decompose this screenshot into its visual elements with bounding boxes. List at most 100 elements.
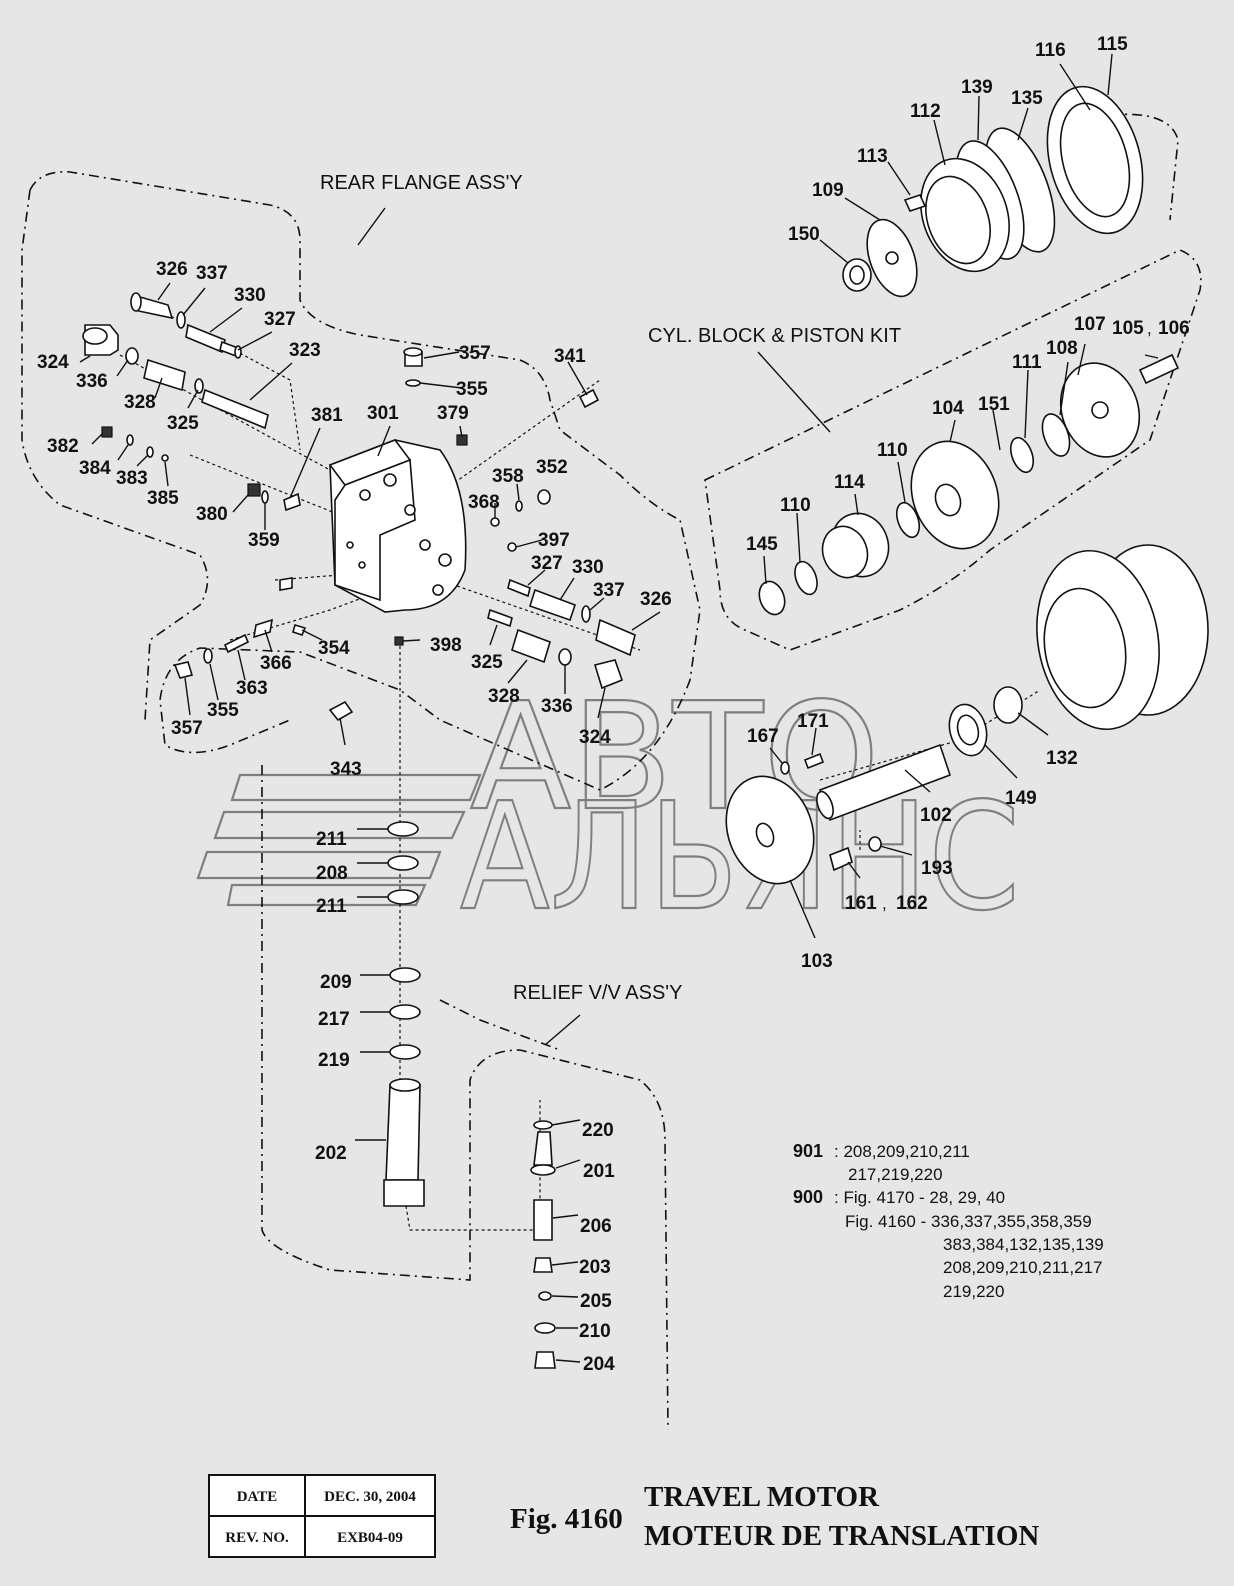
callout-326b: 326 — [640, 589, 672, 610]
rear-flange-301 — [328, 439, 467, 613]
part-150 — [842, 258, 872, 292]
part-housing — [1036, 544, 1209, 731]
callout-comma-161-162: , — [882, 894, 887, 913]
part-219 — [389, 1044, 421, 1060]
figure-title-en: TRAVEL MOTOR — [644, 1481, 880, 1513]
kit-900-line-4: 208,209,210,211,217 — [943, 1258, 1102, 1277]
part-108 — [1041, 413, 1071, 457]
part-337a — [176, 311, 186, 329]
callout-398: 398 — [430, 635, 462, 656]
callout-162: 162 — [896, 893, 928, 914]
callout-104: 104 — [932, 398, 964, 419]
kit-900-line-3: 383,384,132,135,139 — [943, 1235, 1104, 1254]
kit-900-line-1: : Fig. 4170 - 28, 29, 40 — [834, 1188, 1005, 1207]
callout-116: 116 — [1035, 40, 1066, 61]
part-357b — [173, 661, 194, 679]
part-385 — [161, 454, 169, 462]
callout-115: 115 — [1097, 34, 1128, 55]
callout-211b: 211 — [316, 896, 347, 917]
callout-397: 397 — [538, 530, 570, 551]
callout-113: 113 — [857, 146, 888, 167]
callout-328b: 328 — [488, 686, 520, 707]
part-324b — [593, 659, 624, 690]
date-value: DEC. 30, 2004 — [324, 1489, 416, 1505]
callout-330b: 330 — [572, 557, 604, 578]
callout-139: 139 — [961, 77, 993, 98]
callout-135: 135 — [1011, 88, 1043, 109]
callout-210: 210 — [579, 1321, 611, 1342]
callout-211a: 211 — [316, 829, 347, 850]
kit-900-line-2: Fig. 4160 - 336,337,355,358,359 — [845, 1212, 1092, 1231]
part-109 — [866, 218, 918, 298]
assembly-boundaries — [21, 113, 1202, 1431]
callout-109: 109 — [812, 180, 844, 201]
callout-112: 112 — [910, 101, 941, 122]
callout-217: 217 — [318, 1009, 350, 1030]
callout-220: 220 — [582, 1120, 614, 1141]
callout-328a: 328 — [124, 392, 156, 413]
part-352 — [537, 489, 551, 505]
part-110b — [794, 560, 818, 596]
callout-203: 203 — [579, 1257, 611, 1278]
part-366 — [252, 618, 274, 639]
part-327b — [507, 578, 531, 598]
part-324a — [82, 324, 119, 356]
callout-358: 358 — [492, 466, 524, 487]
part-355b — [203, 648, 213, 664]
relief-valve-boundary-2 — [439, 999, 561, 1051]
callout-114: 114 — [834, 472, 865, 493]
part-115-116 — [1046, 85, 1144, 235]
part-105-106 — [1138, 353, 1180, 385]
part-206 — [533, 1199, 553, 1241]
part-132 — [993, 686, 1023, 724]
callout-208: 208 — [316, 863, 348, 884]
part-326a — [130, 292, 174, 320]
callout-337b: 337 — [593, 580, 625, 601]
motor-top-boundary — [1109, 113, 1179, 221]
callout-357a: 357 — [459, 343, 491, 364]
part-383 — [146, 446, 154, 458]
part-343 — [328, 700, 354, 722]
figure-title-block: Fig. 4160 TRAVEL MOTOR MOTEUR DE TRANSLA… — [510, 1481, 1039, 1552]
callout-326a: 326 — [156, 259, 188, 280]
callout-325b: 325 — [471, 652, 503, 673]
callout-355b: 355 — [207, 700, 239, 721]
part-326b — [595, 618, 636, 657]
date-label: DATE — [237, 1489, 278, 1505]
part-341 — [578, 388, 600, 409]
part-336a — [125, 347, 139, 365]
part-193 — [868, 836, 882, 852]
part-103 — [725, 775, 815, 885]
part-111 — [1009, 436, 1035, 474]
part-328b — [511, 628, 551, 664]
callout-380: 380 — [196, 504, 228, 525]
callout-205: 205 — [580, 1291, 612, 1312]
callout-193: 193 — [921, 858, 953, 879]
callout-343: 343 — [330, 759, 362, 780]
part-384 — [126, 434, 134, 446]
callout-106: 106 — [1158, 318, 1190, 339]
part-211a — [387, 821, 419, 837]
part-102 — [816, 743, 952, 822]
callout-111: 111 — [1012, 352, 1042, 373]
part-354 — [292, 624, 307, 636]
part-381 — [283, 492, 301, 512]
part-112 — [920, 157, 1010, 273]
part-203 — [533, 1257, 553, 1273]
part-397 — [507, 542, 517, 552]
part-104 — [910, 440, 1000, 550]
rear-flange-boundary — [29, 171, 701, 791]
callout-366: 366 — [260, 653, 292, 674]
part-114 — [821, 512, 890, 579]
figure-number: Fig. 4160 — [510, 1503, 623, 1535]
callout-107: 107 — [1074, 314, 1106, 335]
part-plug-left — [279, 577, 293, 591]
callout-352: 352 — [536, 457, 568, 478]
callout-202: 202 — [315, 1143, 347, 1164]
callout-382: 382 — [47, 436, 79, 457]
part-382 — [101, 426, 113, 438]
callout-171: 171 — [797, 711, 829, 732]
callout-150: 150 — [788, 224, 820, 245]
part-209 — [389, 967, 421, 983]
